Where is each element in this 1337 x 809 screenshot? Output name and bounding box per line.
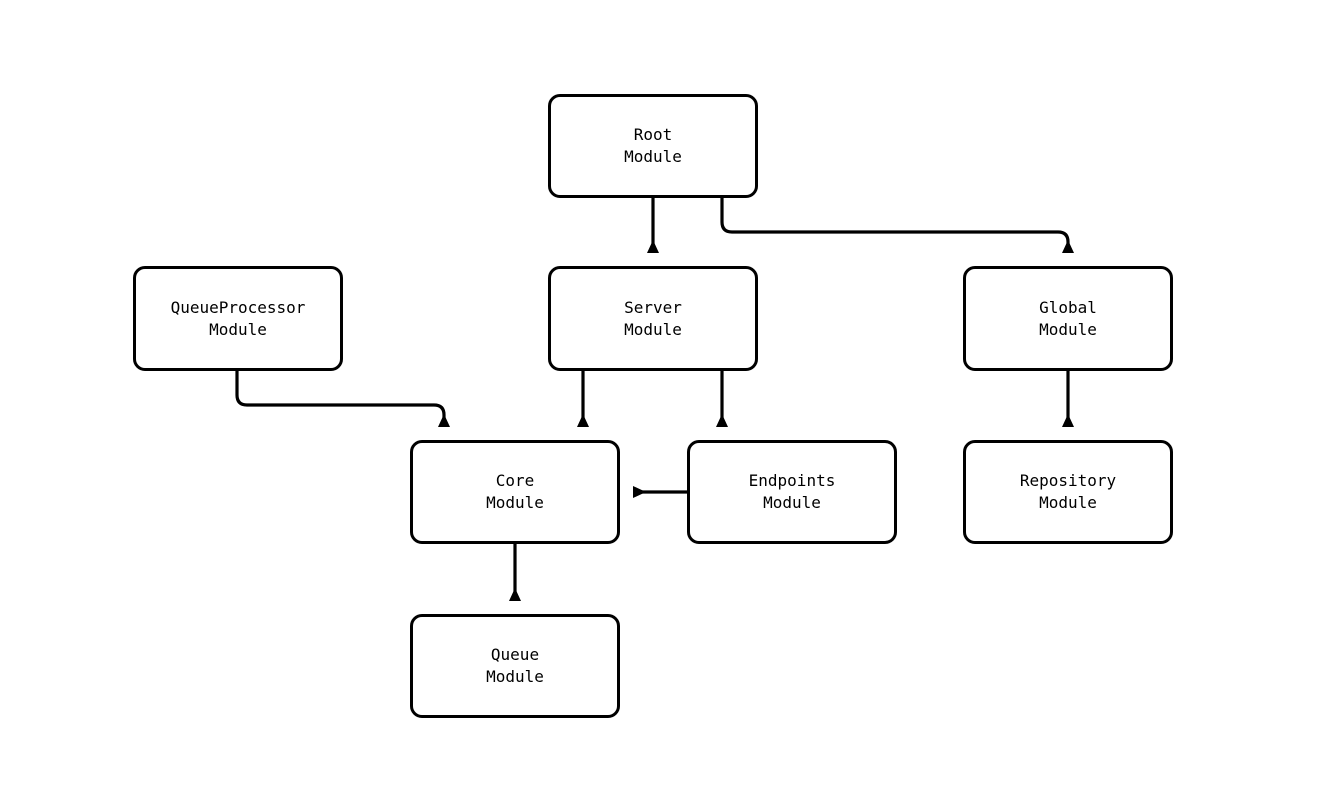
node-root-module-label: Root Module [624,125,682,166]
node-global-module[interactable]: Global Module [963,266,1173,371]
node-repository-module-label: Repository Module [1019,471,1117,512]
node-queueprocessor-module[interactable]: QueueProcessor Module [133,266,343,371]
node-server-module[interactable]: Server Module [548,266,758,371]
edge-queueprocessor-to-core [235,371,450,427]
node-core-module[interactable]: Core Module [410,440,620,544]
node-queue-module[interactable]: Queue Module [410,614,620,718]
node-root-module[interactable]: Root Module [548,94,758,198]
node-queue-module-label: Queue Module [486,645,544,686]
node-endpoints-module-label: Endpoints Module [748,471,836,512]
node-queueprocessor-module-label: QueueProcessor Module [170,297,306,339]
node-global-module-label: Global Module [1039,297,1097,339]
node-repository-module[interactable]: Repository Module [963,440,1173,544]
node-core-module-label: Core Module [486,471,544,512]
edge-root-to-global [720,198,1074,253]
node-server-module-label: Server Module [624,297,682,339]
node-endpoints-module[interactable]: Endpoints Module [687,440,897,544]
